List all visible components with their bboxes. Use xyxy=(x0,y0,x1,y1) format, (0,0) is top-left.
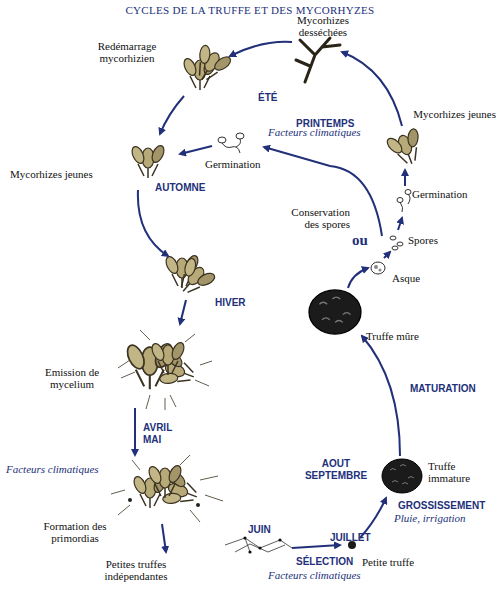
stage-label: Redémarrage mycorhizien xyxy=(92,40,162,64)
stage-label: Conservation des spores xyxy=(278,206,350,230)
stage-label: Truffe mûre xyxy=(366,330,419,342)
stage-label: Asque xyxy=(392,272,420,284)
season-label: HIVER xyxy=(215,297,246,309)
season-label: JUILLET xyxy=(330,532,371,544)
factor-note: Facteurs climatiques xyxy=(6,463,99,475)
stage-label: Emission de mycelium xyxy=(40,366,104,390)
season-label: AUTOMNE xyxy=(155,182,205,194)
season-label: SÉLECTION xyxy=(296,556,353,568)
season-label: MATURATION xyxy=(410,383,476,395)
factor-note: Pluie, irrigation xyxy=(394,512,466,524)
season-label: AOUT SEPTEMBRE xyxy=(296,458,376,482)
stage-label: Germination xyxy=(412,188,468,200)
stage-label: Germination xyxy=(205,158,261,170)
stage-label: Spores xyxy=(408,234,438,246)
factor-note: Facteurs climatiques xyxy=(268,126,361,138)
stage-label: Mycorhizes desséchées xyxy=(292,14,354,38)
stage-label: Petite truffe xyxy=(362,556,414,568)
season-label: JUIN xyxy=(248,524,271,536)
stage-label: Petites truffes indépendantes xyxy=(96,558,176,582)
factor-note: Facteurs climatiques xyxy=(268,569,361,581)
season-label: AVRIL MAI xyxy=(143,422,185,446)
season-label: GROSSISSEMENT xyxy=(398,500,485,512)
season-label: ÉTÉ xyxy=(258,92,277,104)
stage-label: ou xyxy=(352,232,368,248)
stage-label: Mycorhizes jeunes xyxy=(413,108,496,120)
stage-label: Truffe immature xyxy=(428,460,480,484)
stage-label: Mycorhizes jeunes xyxy=(10,168,93,180)
stage-label: Formation des primordias xyxy=(38,520,112,544)
